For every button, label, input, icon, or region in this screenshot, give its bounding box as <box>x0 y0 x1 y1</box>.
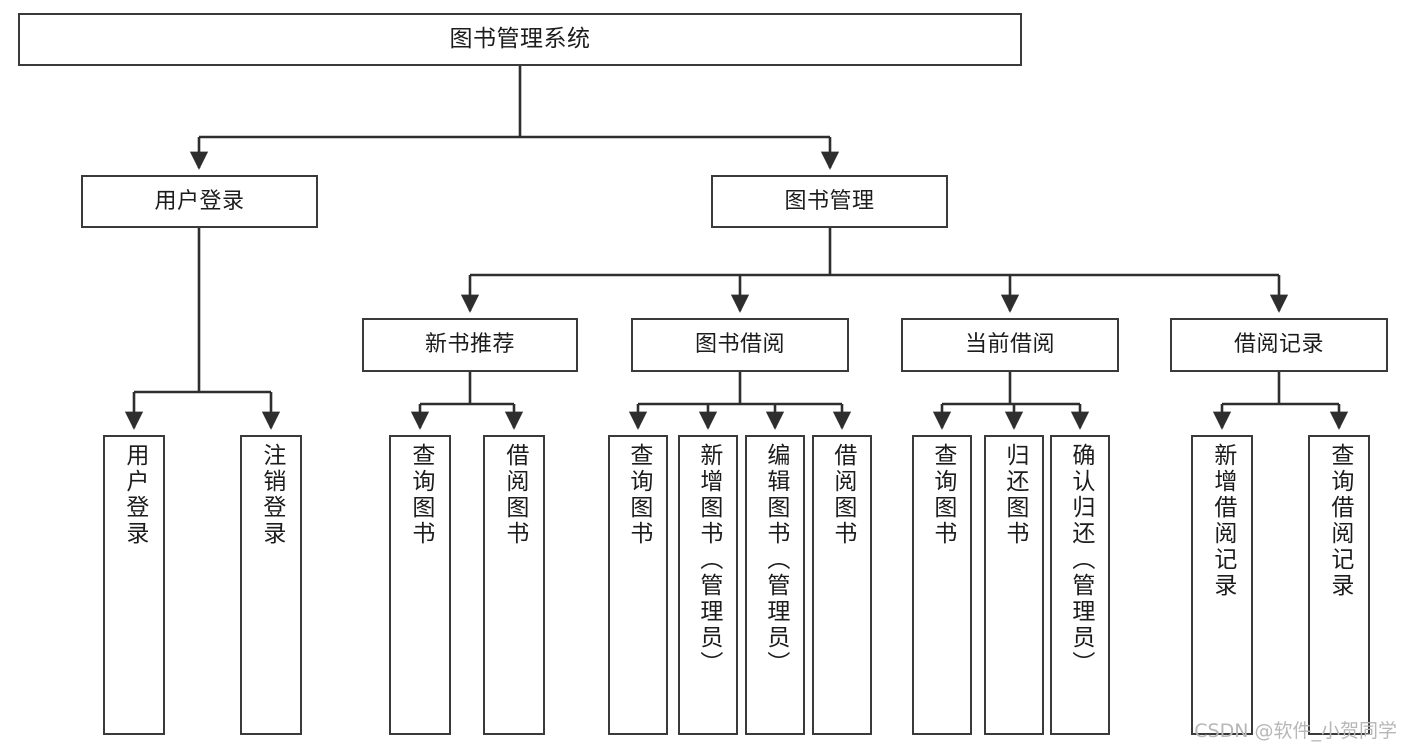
leaf-borrow-book-label: 借阅图书 <box>829 443 856 547</box>
leaf-edit-book[interactable]: 编辑图书（管理员） <box>745 435 805 735</box>
leaf-query-book-rec[interactable]: 查询图书 <box>389 435 451 735</box>
leaf-edit-book-label: 编辑图书（管理员） <box>762 443 789 677</box>
leaf-add-record[interactable]: 新增借阅记录 <box>1191 435 1253 735</box>
node-user-login-label: 用户登录 <box>154 188 245 214</box>
leaf-query-book-rec-label: 查询图书 <box>407 443 434 547</box>
node-borrow-record-label: 借阅记录 <box>1233 332 1324 357</box>
leaf-return-book[interactable]: 归还图书 <box>984 435 1044 735</box>
leaf-query-book-label: 查询图书 <box>625 443 652 547</box>
node-current-borrow-label: 当前借阅 <box>964 332 1055 357</box>
node-book-admin-label: 图书管理 <box>784 188 875 214</box>
node-book-borrow[interactable]: 图书借阅 <box>631 318 849 372</box>
node-root-label: 图书管理系统 <box>449 26 591 52</box>
leaf-add-book-label: 新增图书（管理员） <box>695 443 722 677</box>
leaf-query-current[interactable]: 查询图书 <box>912 435 972 735</box>
leaf-confirm-return[interactable]: 确认归还（管理员） <box>1050 435 1110 735</box>
leaf-query-record-label: 查询借阅记录 <box>1326 443 1353 599</box>
node-borrow-record[interactable]: 借阅记录 <box>1170 318 1388 372</box>
node-new-book-rec[interactable]: 新书推荐 <box>362 318 578 372</box>
leaf-add-record-label: 新增借阅记录 <box>1209 443 1236 599</box>
leaf-return-book-label: 归还图书 <box>1001 443 1028 547</box>
leaf-borrow-book-rec-label: 借阅图书 <box>501 443 528 547</box>
node-book-admin[interactable]: 图书管理 <box>711 175 948 228</box>
node-user-login[interactable]: 用户登录 <box>81 175 318 228</box>
leaf-borrow-book[interactable]: 借阅图书 <box>812 435 872 735</box>
leaf-query-book[interactable]: 查询图书 <box>608 435 668 735</box>
leaf-user-logout[interactable]: 注销登录 <box>240 435 302 735</box>
leaf-user-login[interactable]: 用户登录 <box>103 435 165 735</box>
watermark: CSDN @软件_小贺同学 <box>1194 720 1397 742</box>
leaf-user-logout-label: 注销登录 <box>258 443 285 547</box>
leaf-borrow-book-rec[interactable]: 借阅图书 <box>483 435 545 735</box>
leaf-add-book[interactable]: 新增图书（管理员） <box>678 435 738 735</box>
node-root[interactable]: 图书管理系统 <box>18 13 1022 66</box>
leaf-query-record[interactable]: 查询借阅记录 <box>1308 435 1370 735</box>
leaf-user-login-label: 用户登录 <box>121 443 148 547</box>
leaf-query-current-label: 查询图书 <box>929 443 956 547</box>
node-new-book-rec-label: 新书推荐 <box>424 332 515 357</box>
node-current-borrow[interactable]: 当前借阅 <box>901 318 1119 372</box>
leaf-confirm-return-label: 确认归还（管理员） <box>1067 443 1094 677</box>
node-book-borrow-label: 图书借阅 <box>694 332 785 357</box>
